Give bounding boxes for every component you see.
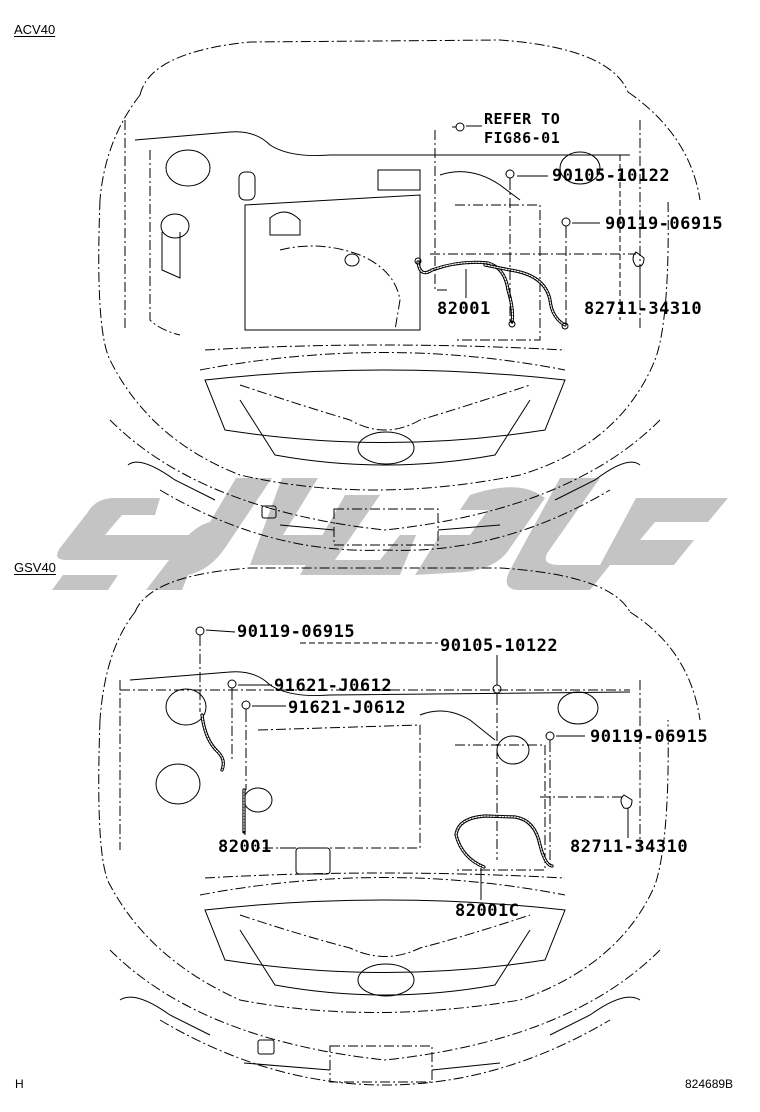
bolt-icon <box>195 626 205 643</box>
acv40-wires <box>414 122 645 330</box>
bolt-icon <box>561 217 571 234</box>
callout-part-82001: 82001 <box>218 837 272 857</box>
gsv40-wires <box>120 626 633 900</box>
gsv40-car-outline <box>98 567 701 1086</box>
bolt-icon <box>545 731 555 748</box>
bolt-icon <box>505 169 515 186</box>
callout-part-90105-10122: 90105-10122 <box>552 166 671 186</box>
callout-part-90119-06915: 90119-06915 <box>605 214 724 234</box>
footer-figure-number: 824689B <box>685 1077 734 1091</box>
callout-part-82001: 82001 <box>437 299 491 319</box>
callout-part-91621-j0612: 91621-J0612 <box>288 698 407 718</box>
bolt-icon <box>452 122 465 132</box>
footer-section-code: H <box>15 1077 24 1091</box>
callout-refer-to-fig: REFER TO FIG86-01 <box>484 110 561 147</box>
callout-part-90119-06915: 90119-06915 <box>590 727 709 747</box>
acv40-car-outline <box>98 39 701 551</box>
bolt-icon <box>241 700 251 717</box>
variant-label-acv40: ACV40 <box>14 22 56 37</box>
callout-part-91621-j0612: 91621-J0612 <box>274 676 393 696</box>
callout-part-82711-34310: 82711-34310 <box>584 299 703 319</box>
bolt-icon <box>227 679 237 696</box>
callout-part-82001c: 82001C <box>455 901 520 921</box>
callout-part-90119-06915: 90119-06915 <box>237 622 356 642</box>
variant-label-gsv40: GSV40 <box>14 560 56 575</box>
watermark-logo <box>52 478 728 590</box>
callout-part-90105-10122: 90105-10122 <box>440 636 559 656</box>
callout-part-82711-34310: 82711-34310 <box>570 837 689 857</box>
bolt-icon <box>492 684 502 701</box>
